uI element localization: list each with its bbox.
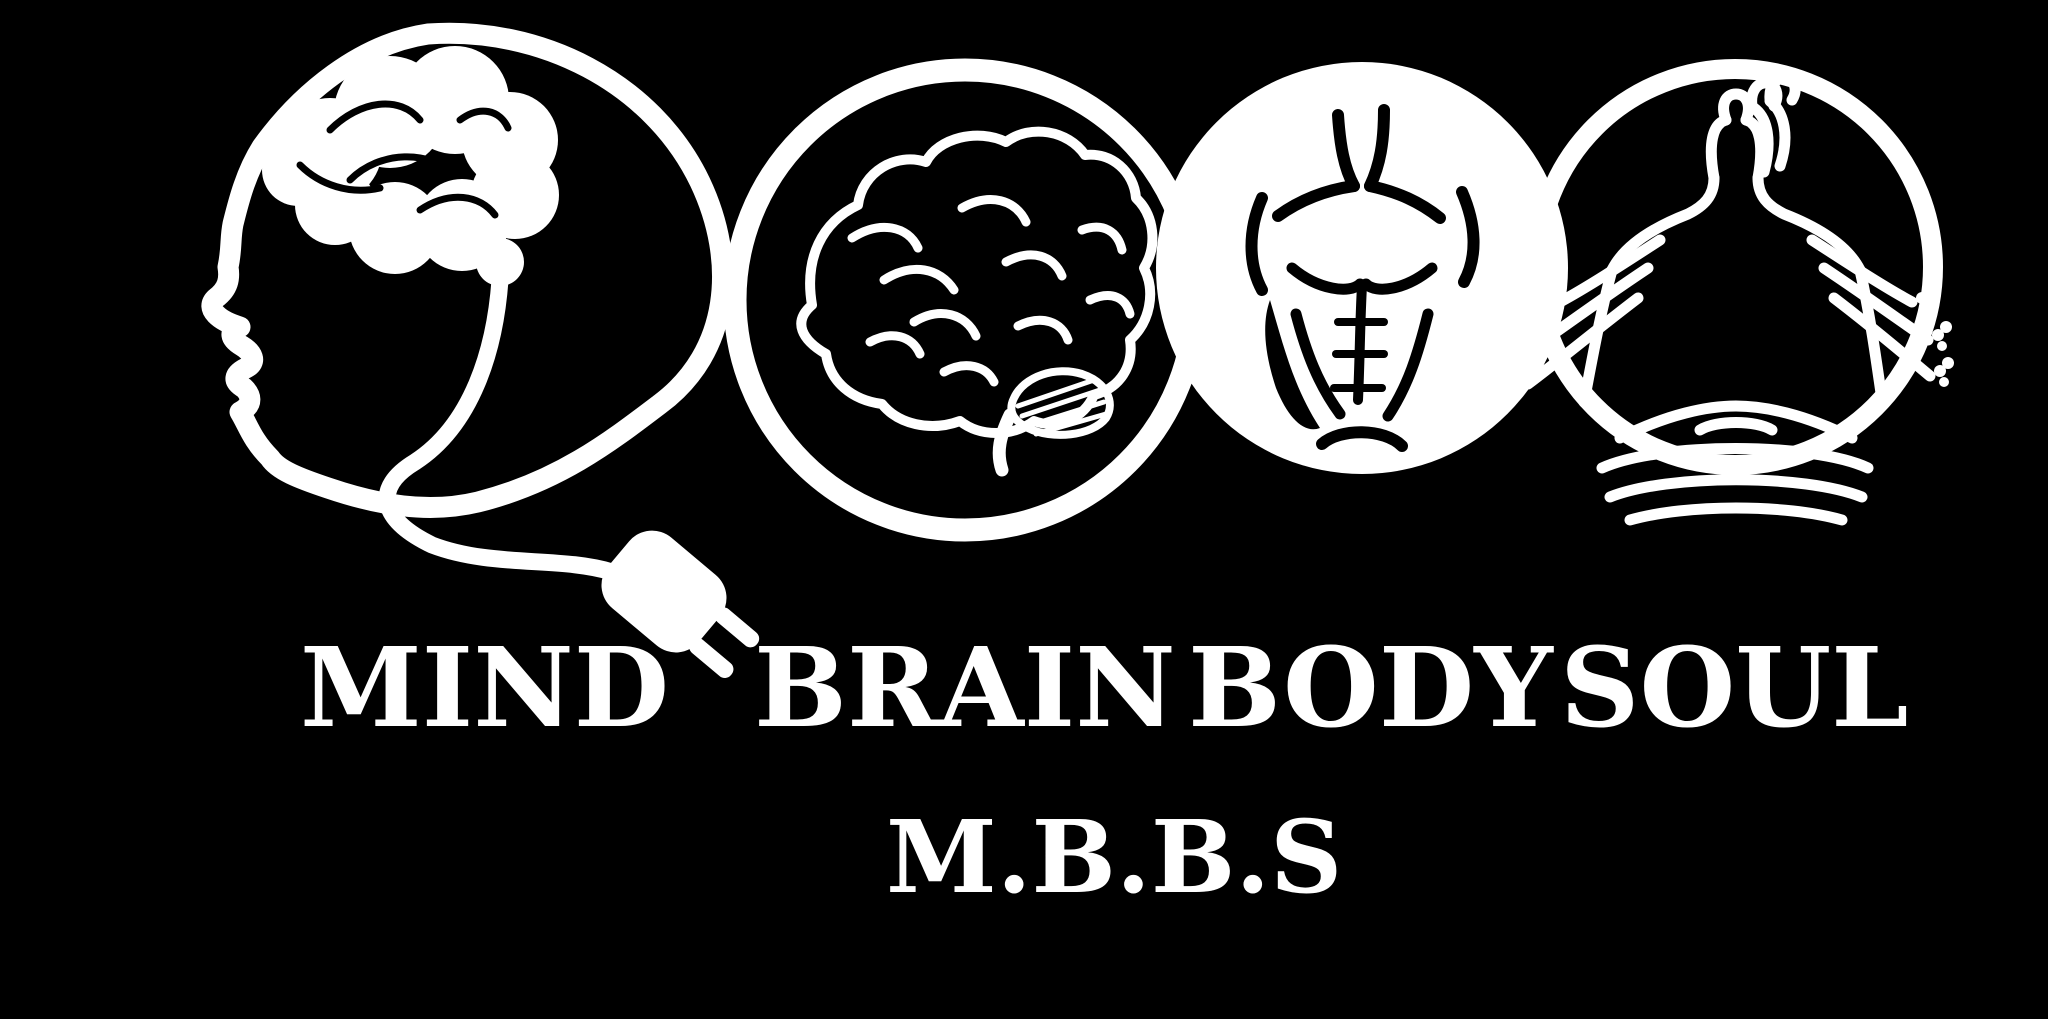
fingertips (1504, 284, 1954, 395)
power-cord (378, 271, 621, 581)
brain-circle-icon (723, 58, 1207, 542)
power-plug-icon (601, 530, 760, 678)
mind-head-profile-icon (201, 22, 760, 678)
torso-line-art (1245, 104, 1480, 452)
meditating-figure (1522, 72, 1936, 526)
word-body: BODY (1188, 623, 1553, 752)
word-mind: MIND (300, 623, 670, 752)
word-soul: SOUL (1560, 623, 1909, 752)
soul-circle-icon (1504, 59, 1954, 526)
cerebellum (992, 367, 1114, 477)
body-circle-icon (1156, 62, 1568, 474)
scribble-brain (262, 46, 559, 286)
brain-gyri (847, 195, 1135, 387)
acronym-mbbs: M.B.B.S (886, 798, 1343, 916)
word-brain: BRAIN (754, 623, 1176, 752)
